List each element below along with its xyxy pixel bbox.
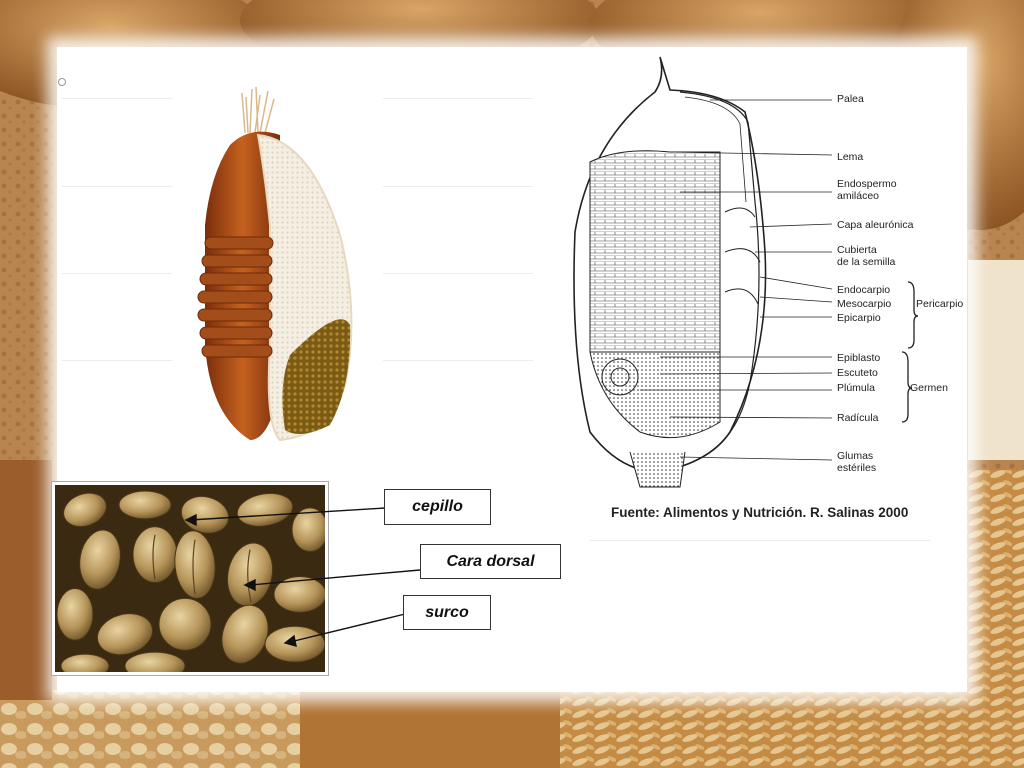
pericarpio-brace (907, 281, 919, 349)
label-plumula: Plúmula (837, 382, 875, 394)
label-mesocarpio: Mesocarpio (837, 298, 892, 310)
guide-line (383, 98, 533, 99)
label-escuteto: Escuteto (837, 367, 878, 379)
germen-brace (901, 351, 913, 423)
label-lema: Lema (837, 151, 864, 163)
grain-cutaway-illustration (197, 86, 353, 442)
callout-cepillo: cepillo (384, 489, 491, 525)
label-pericarpio: Pericarpio (916, 298, 964, 310)
guide-line (383, 360, 533, 361)
callout-surco: surco (403, 595, 491, 630)
source-caption: Fuente: Alimentos y Nutrición. R. Salina… (611, 505, 909, 520)
label-epicarpio: Epicarpio (837, 312, 881, 324)
guide-line (62, 186, 172, 187)
label-radicula: Radícula (837, 412, 879, 424)
guide-line (62, 360, 172, 361)
label-palea: Palea (837, 93, 864, 105)
grain-section-diagram (573, 56, 919, 488)
guide-line (383, 273, 533, 274)
leader-lines (640, 99, 833, 461)
label-germen: Germen (910, 382, 948, 394)
label-glumas: Glumas estériles (837, 450, 877, 474)
label-epiblasto: Epiblasto (837, 352, 881, 364)
brush-hairs-icon (241, 86, 275, 134)
label-endospermo: Endospermo amiláceo (837, 178, 897, 202)
label-capa-aleuronica: Capa aleurónica (837, 219, 914, 231)
label-cubierta: Cubierta de la semilla (837, 244, 896, 268)
guide-line (62, 98, 172, 99)
guide-line (590, 540, 930, 541)
guide-line (383, 186, 533, 187)
bullet-marker (58, 78, 66, 86)
wheat-grains-photo (51, 481, 329, 676)
callout-cara-dorsal: Cara dorsal (420, 544, 561, 579)
guide-line (62, 273, 172, 274)
label-endocarpio: Endocarpio (837, 284, 891, 296)
